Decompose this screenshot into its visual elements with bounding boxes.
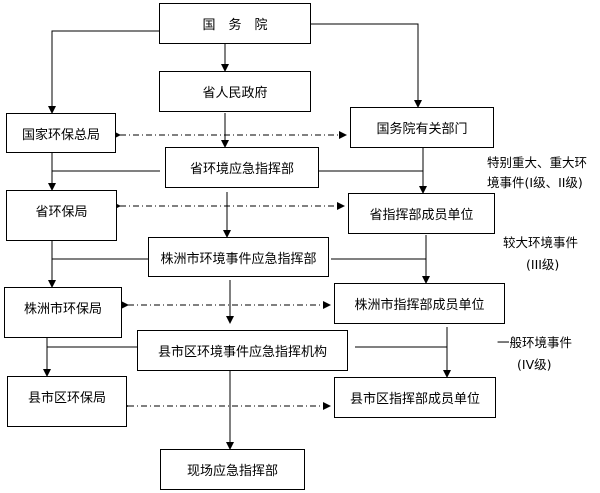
node-zhuzhou-members: 株洲市指挥部成员单位: [334, 283, 505, 324]
node-national-epa: 国家环保总局: [6, 113, 116, 153]
node-provincial-epa: 省环保局: [6, 190, 117, 241]
node-state-council-depts: 国务院有关部门: [350, 107, 494, 148]
node-onsite-hq: 现场应急指挥部: [160, 449, 305, 490]
arrow-state-council-to-depts: [310, 23, 422, 108]
level-1-2-label-line1: 特别重大、重大环: [487, 155, 588, 170]
level-3-label-line2: (III级): [526, 257, 560, 272]
level-1-2-label-line2: 境事件(I级、II级): [487, 175, 583, 190]
node-county-members: 县市区指挥部成员单位: [334, 377, 496, 418]
node-provincial-gov: 省人民政府: [159, 71, 311, 112]
arrow-state-council-to-national-epa: [48, 30, 159, 114]
node-county-epa: 县市区环保局: [7, 376, 127, 427]
node-state-council: 国 务 院: [159, 3, 311, 44]
node-zhuzhou-epa: 株洲市环保局: [4, 287, 122, 338]
node-county-hq: 县市区环境事件应急指挥机构: [137, 330, 348, 371]
node-provincial-members: 省指挥部成员单位: [348, 193, 495, 234]
node-provincial-hq: 省环境应急指挥部: [165, 147, 319, 188]
level-4-label-line1: 一般环境事件: [497, 335, 573, 350]
level-3-label-line1: 较大环境事件: [503, 235, 579, 250]
node-zhuzhou-hq: 株洲市环境事件应急指挥部: [148, 237, 329, 277]
level-4-label-line2: (IV级): [517, 357, 552, 372]
